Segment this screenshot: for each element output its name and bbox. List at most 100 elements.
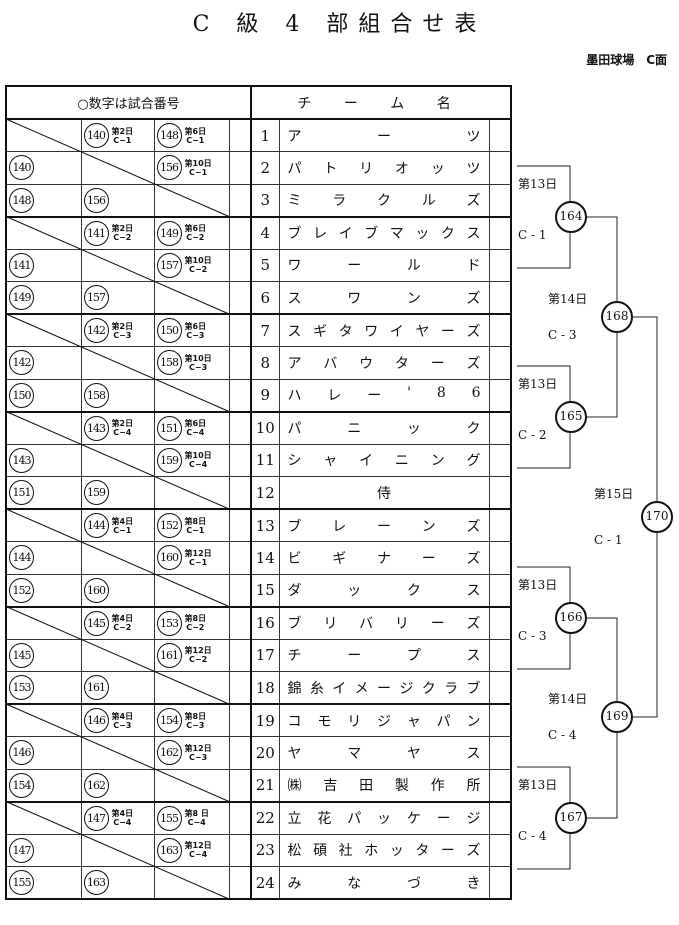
match-day: 第2日 (111, 224, 134, 233)
team-name-char: レ (332, 518, 347, 535)
team-name-char: ク (421, 680, 436, 697)
match-court: C−4 (113, 818, 132, 827)
match-day: 第2日 (111, 126, 134, 136)
team-name-text: 松碩社ホッターズ (288, 840, 481, 860)
team-name-char: リ (323, 616, 338, 632)
team-name-char: ラ (332, 193, 347, 209)
team-name-char: ズ (466, 843, 481, 860)
team-name: チープス (278, 638, 490, 672)
match-day: 第10日 (184, 256, 212, 266)
result-cell (488, 768, 513, 802)
team-name-char: ッ (377, 811, 392, 827)
match-court: C−4 (187, 818, 206, 827)
match-court: C−2 (113, 623, 132, 632)
spacer-cell (228, 313, 253, 347)
team-number: 7 (250, 313, 280, 347)
spacer-cell (228, 768, 253, 802)
team-name-text: ワールド (288, 255, 481, 275)
team-name-char: ー (377, 518, 392, 535)
match-cell: 140 (5, 151, 82, 185)
result-cell (488, 443, 513, 477)
spacer-cell (228, 443, 253, 477)
bracket-court-label: C - 3 (548, 328, 577, 342)
match-number-circle: 147 (83, 805, 109, 831)
team-name-char: ー (377, 128, 392, 145)
team-name-char: ン (406, 290, 421, 307)
team-name: アーツ (278, 118, 490, 152)
team-name-char: ワ (287, 258, 302, 275)
team-name: パトリオッツ (278, 151, 490, 185)
team-name-char: イ (332, 680, 347, 697)
team-number: 19 (250, 703, 280, 737)
team-name-char: 錦 (287, 680, 302, 697)
team-name-char: 田 (359, 778, 374, 794)
match-cell: 156 (80, 183, 155, 217)
match-number-circle: 161 (156, 642, 182, 668)
team-name-char: ブ (466, 680, 481, 697)
match-cell (5, 703, 82, 737)
match-number-circle: 153 (9, 675, 34, 700)
team-name-char: ナ (377, 550, 392, 567)
bracket-match-circle: 164 (555, 201, 587, 233)
match-number-circle: 145 (83, 610, 109, 636)
team-name-text: アーツ (288, 126, 481, 146)
team-name-text: ブリバリーズ (288, 613, 481, 633)
team-number: 17 (250, 638, 280, 672)
team-name-char: ブ (287, 616, 302, 632)
match-number-circle: 143 (9, 447, 34, 473)
team-name-char: イ (389, 323, 404, 340)
team-name-char: メ (354, 680, 369, 697)
team-number: 20 (250, 736, 280, 770)
team-name-char: ギ (313, 323, 328, 340)
team-name-char: ダ (287, 583, 302, 599)
match-day: 第2日 (111, 419, 134, 428)
team-name-char: パ (436, 713, 451, 730)
bracket-line-to-round2 (586, 216, 618, 301)
match-cell: 158 (80, 378, 155, 412)
bracket-court-label: C - 2 (518, 428, 547, 442)
bracket-line-to-round2 (586, 733, 618, 819)
match-cell (5, 215, 82, 250)
team-number: 18 (250, 671, 280, 705)
team-name-char: ル (406, 258, 421, 275)
bracket-day-label: 第13日 (518, 377, 558, 391)
team-name-char: ス (466, 745, 481, 762)
team-name-char: ス (466, 648, 481, 665)
match-court: C−1 (186, 135, 205, 145)
match-number-circle: 146 (83, 708, 109, 733)
match-cell: 157 (80, 281, 155, 315)
spacer-cell (228, 736, 253, 770)
spacer-cell (228, 833, 253, 867)
match-cell (80, 151, 155, 185)
match-court: C−3 (189, 752, 208, 762)
match-number-circle: 142 (9, 350, 34, 376)
team-name: みなづき (278, 866, 490, 900)
match-number-circle: 144 (9, 545, 34, 571)
match-number-circle: 163 (156, 837, 182, 863)
team-name-char: オ (394, 160, 409, 177)
team-name-char: 吉 (323, 778, 338, 794)
team-name-char: ー (430, 355, 445, 372)
team-name-char: 立 (287, 811, 302, 827)
team-name-char: ッ (430, 160, 445, 177)
match-day: 第12日 (184, 841, 212, 851)
match-number-circle: 143 (83, 415, 109, 441)
match-cell (153, 476, 230, 510)
team-name: ブレーンズ (278, 508, 490, 542)
match-day: 第4日 (111, 516, 134, 526)
match-number-circle: 158 (83, 382, 109, 408)
team-name-char: イ (359, 453, 374, 470)
